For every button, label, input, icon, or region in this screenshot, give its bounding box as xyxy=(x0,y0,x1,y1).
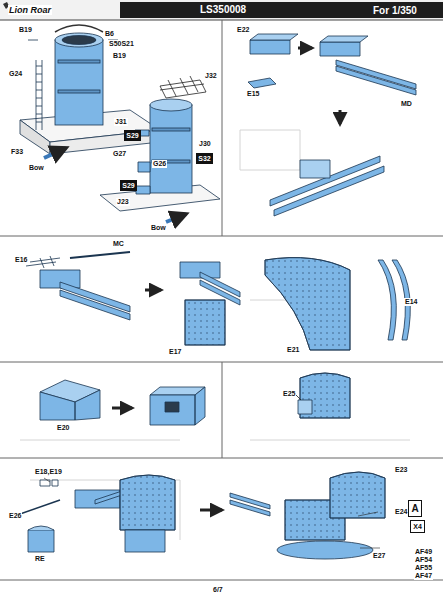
step-badge: X4 xyxy=(410,520,425,533)
part-label: E21 xyxy=(286,346,300,354)
part-label: E23 xyxy=(394,466,408,474)
node-text: S29 xyxy=(122,182,134,190)
part-label: AF54 xyxy=(414,556,433,564)
step-badge: A xyxy=(408,500,422,517)
part-label: E26 xyxy=(8,512,22,520)
part-label: Bow xyxy=(150,224,167,232)
part-label: AF49 xyxy=(414,548,433,556)
part-label: J32 xyxy=(204,72,218,80)
node-text: X4 xyxy=(413,523,422,531)
scale-note: For 1/350 xyxy=(372,5,418,17)
part-label: E20 xyxy=(56,424,70,432)
part-label: G26 xyxy=(152,160,167,168)
part-tag: S32 xyxy=(196,153,213,164)
page-number: 6/7 xyxy=(212,586,224,594)
part-label: B6 xyxy=(104,30,115,38)
node-text: S32 xyxy=(198,155,210,163)
part-label: B19 xyxy=(18,26,33,34)
part-label: E27 xyxy=(372,552,386,560)
part-label: MD xyxy=(400,100,413,108)
part-label: E14 xyxy=(404,298,418,306)
part-label: S50S21 xyxy=(108,40,135,48)
part-label: E22 xyxy=(236,26,250,34)
part-label: MC xyxy=(112,240,125,248)
node-text: A xyxy=(411,503,418,514)
part-label: J31 xyxy=(114,118,128,126)
part-label: RE xyxy=(34,555,46,563)
part-tag: S29 xyxy=(124,130,141,141)
part-label: B19 xyxy=(112,52,127,60)
part-label: E17 xyxy=(168,348,182,356)
part-label: E15 xyxy=(246,90,260,98)
kit-code: LS350008 xyxy=(200,4,246,15)
part-label: AF55 xyxy=(414,564,433,572)
part-label: E25 xyxy=(282,390,296,398)
part-label: E18,E19 xyxy=(34,468,63,476)
part-label: G24 xyxy=(8,70,23,78)
part-label: E16 xyxy=(14,256,28,264)
node-text: S29 xyxy=(126,132,138,140)
part-label: AF47 xyxy=(414,572,433,580)
brand-logo: Lion Roar xyxy=(8,5,52,15)
part-label: F33 xyxy=(10,148,24,156)
part-label: Bow xyxy=(28,164,45,172)
part-label: J23 xyxy=(116,198,130,206)
part-label: E24 xyxy=(394,508,408,516)
part-label: G27 xyxy=(112,150,127,158)
part-tag: S29 xyxy=(120,180,137,191)
part-label: J30 xyxy=(198,140,212,148)
